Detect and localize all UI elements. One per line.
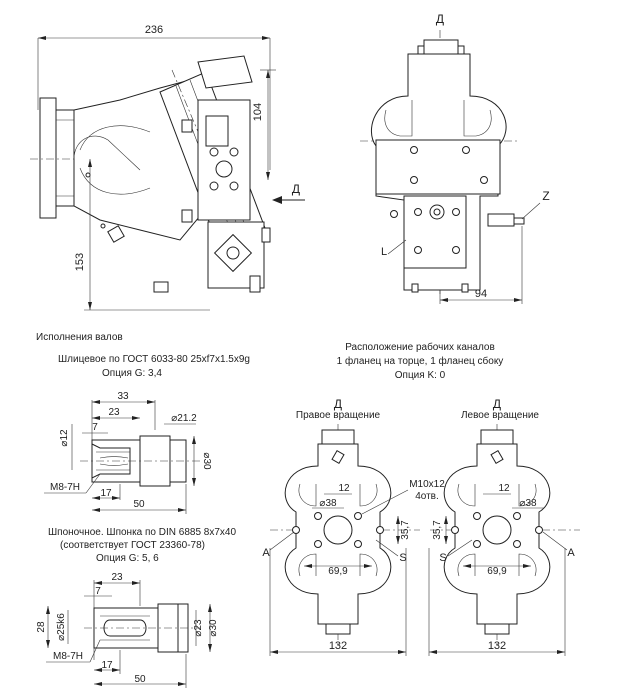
ports-description: 1 фланец на торце, 1 фланец сбоку (336, 356, 504, 367)
spline-shaft-drawing: 33 23 7 ⌀12 ⌀21.2 ⌀30 M8-7H 17 (44, 391, 212, 514)
label-s-right-rot: S (399, 552, 406, 564)
dim-236: 236 (145, 24, 163, 36)
dim-flange-l-d38: ⌀38 (519, 498, 537, 509)
dim-spline-17: 17 (100, 488, 112, 499)
dim-spline-d30: ⌀30 (201, 452, 212, 470)
dim-flange-r-69-9: 69,9 (328, 566, 348, 577)
dim-spline-23: 23 (108, 407, 120, 418)
dim-104: 104 (252, 103, 264, 121)
flange-thread: M10x12 (409, 479, 445, 490)
dim-key-d30: ⌀30 (208, 619, 219, 637)
dim-flange-l-69-9: 69,9 (487, 566, 507, 577)
flange-hole-count: 4отв. (415, 491, 439, 502)
flange-left-rotation: Д 12 ⌀38 35,7 69,9 A S (428, 397, 580, 656)
ports-option: Опция K: 0 (394, 370, 446, 381)
shaft-variants-heading: Исполнения валов (36, 332, 123, 343)
dim-flange-l-132: 132 (488, 640, 506, 652)
dim-flange-r-d38: ⌀38 (319, 498, 337, 509)
dim-spline-m8: M8-7H (50, 482, 80, 493)
label-a-right-rot: A (262, 547, 270, 559)
dim-flange-r-35-7: 35,7 (400, 520, 411, 540)
dim-spline-50: 50 (133, 499, 145, 510)
right-rotation-label: Правое вращение (295, 410, 381, 421)
key-shaft-drawing: 23 7 28 ⌀25k6 ⌀23 ⌀30 M8-7H 17 (36, 572, 219, 688)
dim-spline-d21-2: ⌀21.2 (171, 413, 197, 424)
key-equiv-text: (соответствует ГОСТ 23360-78) (60, 540, 205, 551)
dim-key-d23: ⌀23 (193, 619, 204, 637)
view-d-arrow-label: Д (292, 182, 300, 196)
dim-key-m8: M8-7H (53, 651, 83, 662)
dim-flange-l-12: 12 (498, 483, 510, 494)
view-d-right-label: Д (334, 397, 342, 411)
flange-right-rotation: Д 12 ⌀38 M10x12 4отв. 35,7 69,9 A (262, 397, 445, 656)
spline-spec-text: Шлицевое по ГОСТ 6033-80 25xf7x1.5x9g (58, 354, 250, 365)
dim-spline-7: 7 (92, 422, 98, 433)
dim-153: 153 (74, 253, 86, 271)
left-rotation-label: Левое вращение (460, 410, 539, 421)
key-option-text: Опция G: 5, 6 (96, 553, 159, 564)
view-d-top-label: Д (436, 12, 444, 26)
dim-spline-d12: ⌀12 (59, 429, 70, 447)
dim-key-d25k6: ⌀25k6 (56, 613, 67, 641)
end-view: Д Z L (360, 12, 550, 304)
view-d-left-label: Д (493, 397, 501, 411)
dim-spline-33: 33 (117, 391, 129, 402)
label-l: L (381, 246, 387, 258)
spline-option-text: Опция G: 3,4 (102, 368, 162, 379)
dim-key-7: 7 (95, 586, 101, 597)
dim-key-23: 23 (111, 572, 123, 583)
dim-key-50: 50 (134, 674, 146, 685)
label-s-left-rot: S (439, 552, 446, 564)
label-z: Z (542, 189, 549, 203)
key-spec-text: Шпоночное. Шпонка по DIN 6885 8x7x40 (48, 527, 237, 538)
dim-flange-r-132: 132 (329, 640, 347, 652)
dim-key-17: 17 (101, 660, 113, 671)
dim-94: 94 (475, 288, 487, 300)
label-a-left-rot: A (567, 547, 575, 559)
ports-title: Расположение рабочих каналов (345, 342, 495, 353)
dim-key-28: 28 (36, 621, 47, 633)
dim-flange-l-35-7: 35,7 (432, 520, 443, 540)
side-view: 236 (30, 24, 305, 311)
dim-flange-r-12: 12 (338, 483, 350, 494)
